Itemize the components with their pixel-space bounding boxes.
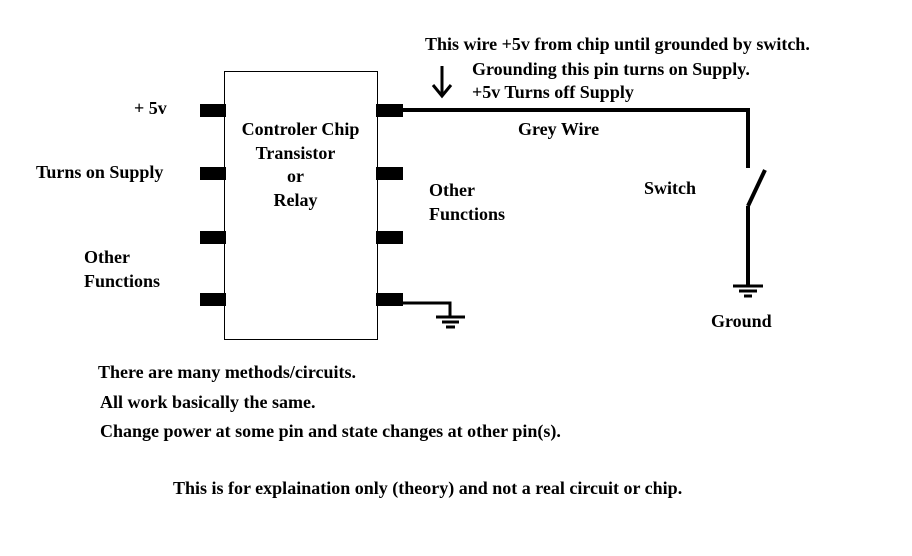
pin-right-1 [376,104,403,117]
pin-left-4 [200,293,226,306]
left-pins [200,104,226,306]
top-note-line2: Grounding this pin turns on Supply. [472,59,750,79]
label-left-other: Other [84,247,130,267]
switch-blade [746,169,767,207]
chip-label-4: Relay [273,190,318,210]
note-1: There are many methods/circuits. [98,362,356,382]
top-note-line3: +5v Turns off Supply [472,82,634,102]
pin-right-2 [376,167,403,180]
chip-label-1: Controler Chip [241,119,360,139]
label-right-other: Other [429,180,475,200]
label-left-functions: Functions [84,271,161,291]
chip-label-2: Transistor [255,143,336,163]
label-switch: Switch [644,178,697,198]
pin-right-4 [376,293,403,306]
right-pins [376,104,403,306]
pin-left-2 [200,167,226,180]
pin-right-3 [376,231,403,244]
grey-wire [403,108,750,168]
chip-label-3: or [287,166,304,186]
disclaimer: This is for explaination only (theory) a… [173,478,683,498]
ground-symbol-left [436,315,465,329]
pin-left-1 [200,104,226,117]
label-ground: Ground [711,311,772,331]
pin-left-3 [200,231,226,244]
note-3: Change power at some pin and state chang… [100,421,561,441]
down-arrow-icon [431,66,453,99]
label-grey-wire: Grey Wire [518,119,600,139]
ground-symbol-right [733,284,763,298]
label-plus-5v: + 5v [134,98,167,118]
label-turns-on-supply: Turns on Supply [36,162,164,182]
chip-body [224,71,378,340]
note-2: All work basically the same. [100,392,316,412]
top-note-line1: This wire +5v from chip until grounded b… [425,34,810,54]
pin4-ground-wire [403,301,452,317]
label-right-functions: Functions [429,204,506,224]
